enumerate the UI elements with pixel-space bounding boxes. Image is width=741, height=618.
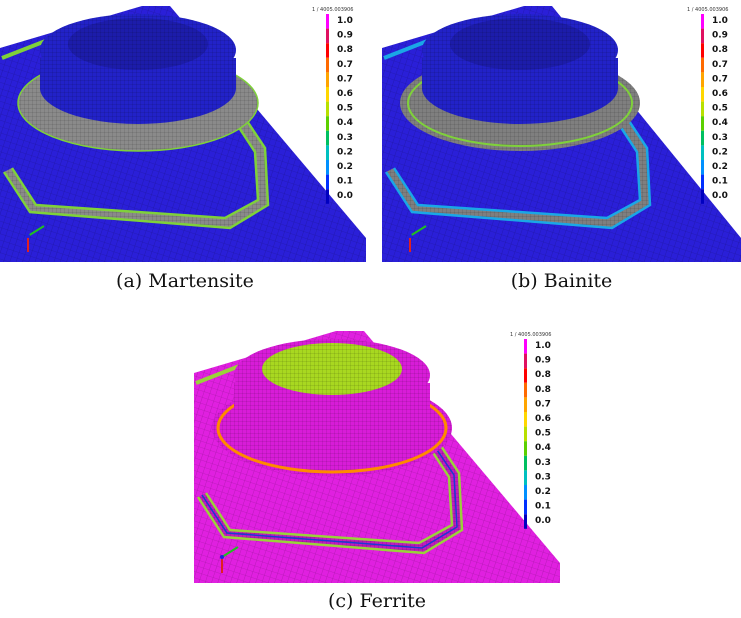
legend-label: 0.9	[337, 31, 353, 41]
legend-swatch	[326, 116, 329, 131]
legend-swatch	[524, 426, 527, 442]
legend-label: 0.3	[535, 458, 551, 468]
legend-label: 0.7	[337, 60, 353, 70]
legend-swatch	[326, 14, 329, 29]
legend-swatch	[701, 28, 704, 44]
legend-label: 0.7	[712, 60, 728, 70]
color-legend: 1 / 4005.003906 1.0 0.9 0.8 0.7 0.7 0.6 0.5 0.4…	[312, 7, 353, 204]
legend-swatch	[701, 87, 704, 102]
legend-swatch	[326, 174, 329, 190]
legend-label: 0.9	[535, 356, 551, 366]
legend-swatch	[326, 57, 329, 73]
color-legend: 1 / 4005.003906 1.0 0.9 0.8 0.8 0.7 0.6 0.5 0.4…	[510, 332, 551, 529]
axis-triad-icon	[220, 546, 239, 573]
fem-mesh-plot-martensite: 1 / 4005.003906 1.0 0.9 0.8 0.7 0.7 0.6 0.5 0.4…	[0, 0, 366, 262]
legend-swatch	[326, 130, 329, 146]
caption-martensite: (a) Martensite	[116, 270, 254, 292]
legend-label: 0.6	[337, 89, 353, 99]
legend-swatch	[524, 397, 527, 412]
legend-swatch	[701, 72, 704, 87]
legend-swatch	[326, 145, 329, 160]
legend-label: 0.4	[712, 118, 728, 128]
legend-label: 0.5	[712, 104, 728, 114]
legend-label: 0.6	[712, 89, 728, 99]
legend-swatch	[524, 353, 527, 369]
legend-swatch	[524, 368, 527, 383]
figure-ferrite: 1 / 4005.003906 1.0 0.9 0.8 0.8 0.7 0.6 0.5 0.4…	[194, 325, 560, 583]
legend-label: 0.5	[337, 104, 353, 114]
legend-swatch	[524, 470, 527, 485]
legend-swatch	[326, 43, 329, 58]
legend-swatch	[701, 116, 704, 131]
legend-label: 0.3	[535, 472, 551, 482]
legend-swatch	[326, 160, 329, 175]
legend-label: 0.8	[712, 45, 728, 55]
legend-label: 0.2	[337, 162, 353, 172]
legend-header: 1 / 4005.003906	[687, 7, 728, 13]
legend-label: 0.9	[712, 31, 728, 41]
legend-label: 0.4	[535, 443, 551, 453]
legend-label: 1.0	[337, 16, 353, 26]
fem-mesh-plot-bainite: 1 / 4005.003906 1.0 0.9 0.8 0.7 0.7 0.6 0.5 0.4…	[382, 0, 741, 262]
legend-swatch	[326, 28, 329, 44]
legend-header: 1 / 4005.003906	[312, 7, 353, 13]
axis-triad-icon	[26, 225, 45, 252]
color-legend: 1 / 4005.003906 1.0 0.9 0.8 0.7 0.7 0.6 0.5 0.4…	[687, 7, 728, 204]
legend-label: 0.2	[535, 487, 551, 497]
legend-label: 0.6	[535, 414, 551, 424]
legend-header: 1 / 4005.003906	[510, 332, 551, 338]
legend-label: 0.8	[337, 45, 353, 55]
legend-swatch	[701, 130, 704, 146]
legend-swatch	[701, 189, 704, 204]
legend-swatch	[701, 145, 704, 160]
legend-label: 0.1	[712, 177, 728, 187]
legend-swatch	[701, 101, 704, 117]
legend-swatch	[701, 57, 704, 73]
legend-label: 0.4	[337, 118, 353, 128]
fem-mesh-plot-ferrite: 1 / 4005.003906 1.0 0.9 0.8 0.8 0.7 0.6 0.5 0.4…	[194, 325, 560, 583]
legend-label: 0.2	[712, 162, 728, 172]
legend-label: 0.8	[535, 370, 551, 380]
legend-label: 0.3	[712, 133, 728, 143]
legend-swatch	[524, 485, 527, 500]
legend-swatch	[524, 382, 527, 398]
axis-triad-icon	[408, 225, 427, 252]
legend-label: 0.7	[337, 74, 353, 84]
legend-swatch	[326, 101, 329, 117]
figure-martensite: 1 / 4005.003906 1.0 0.9 0.8 0.7 0.7 0.6 0.5 0.4…	[0, 0, 366, 262]
legend-label: 0.1	[337, 177, 353, 187]
legend-swatch	[524, 441, 527, 456]
figure-bainite: 1 / 4005.003906 1.0 0.9 0.8 0.7 0.7 0.6 0.5 0.4…	[382, 0, 741, 262]
legend-swatch	[701, 14, 704, 29]
legend-label: 0.8	[535, 385, 551, 395]
legend-swatch	[326, 189, 329, 204]
legend-swatch	[701, 174, 704, 190]
legend-label: 0.7	[712, 74, 728, 84]
legend-label: 1.0	[535, 341, 551, 351]
legend-swatch	[701, 43, 704, 58]
caption-bainite: (b) Bainite	[510, 270, 613, 292]
legend-label: 0.0	[337, 191, 353, 201]
legend-swatch	[326, 87, 329, 102]
legend-label: 0.2	[337, 147, 353, 157]
legend-label: 0.0	[535, 516, 551, 526]
legend-label: 0.2	[712, 147, 728, 157]
legend-label: 0.7	[535, 399, 551, 409]
legend-label: 0.1	[535, 502, 551, 512]
legend-swatch	[524, 514, 527, 529]
legend-label: 0.0	[712, 191, 728, 201]
legend-label: 1.0	[712, 16, 728, 26]
legend-swatch	[524, 339, 527, 354]
legend-label: 0.3	[337, 133, 353, 143]
legend-label: 0.5	[535, 429, 551, 439]
legend-swatch	[524, 412, 527, 427]
legend-swatch	[326, 72, 329, 87]
legend-swatch	[524, 455, 527, 471]
legend-swatch	[701, 160, 704, 175]
legend-swatch	[524, 499, 527, 515]
caption-ferrite: (c) Ferrite	[327, 590, 426, 612]
